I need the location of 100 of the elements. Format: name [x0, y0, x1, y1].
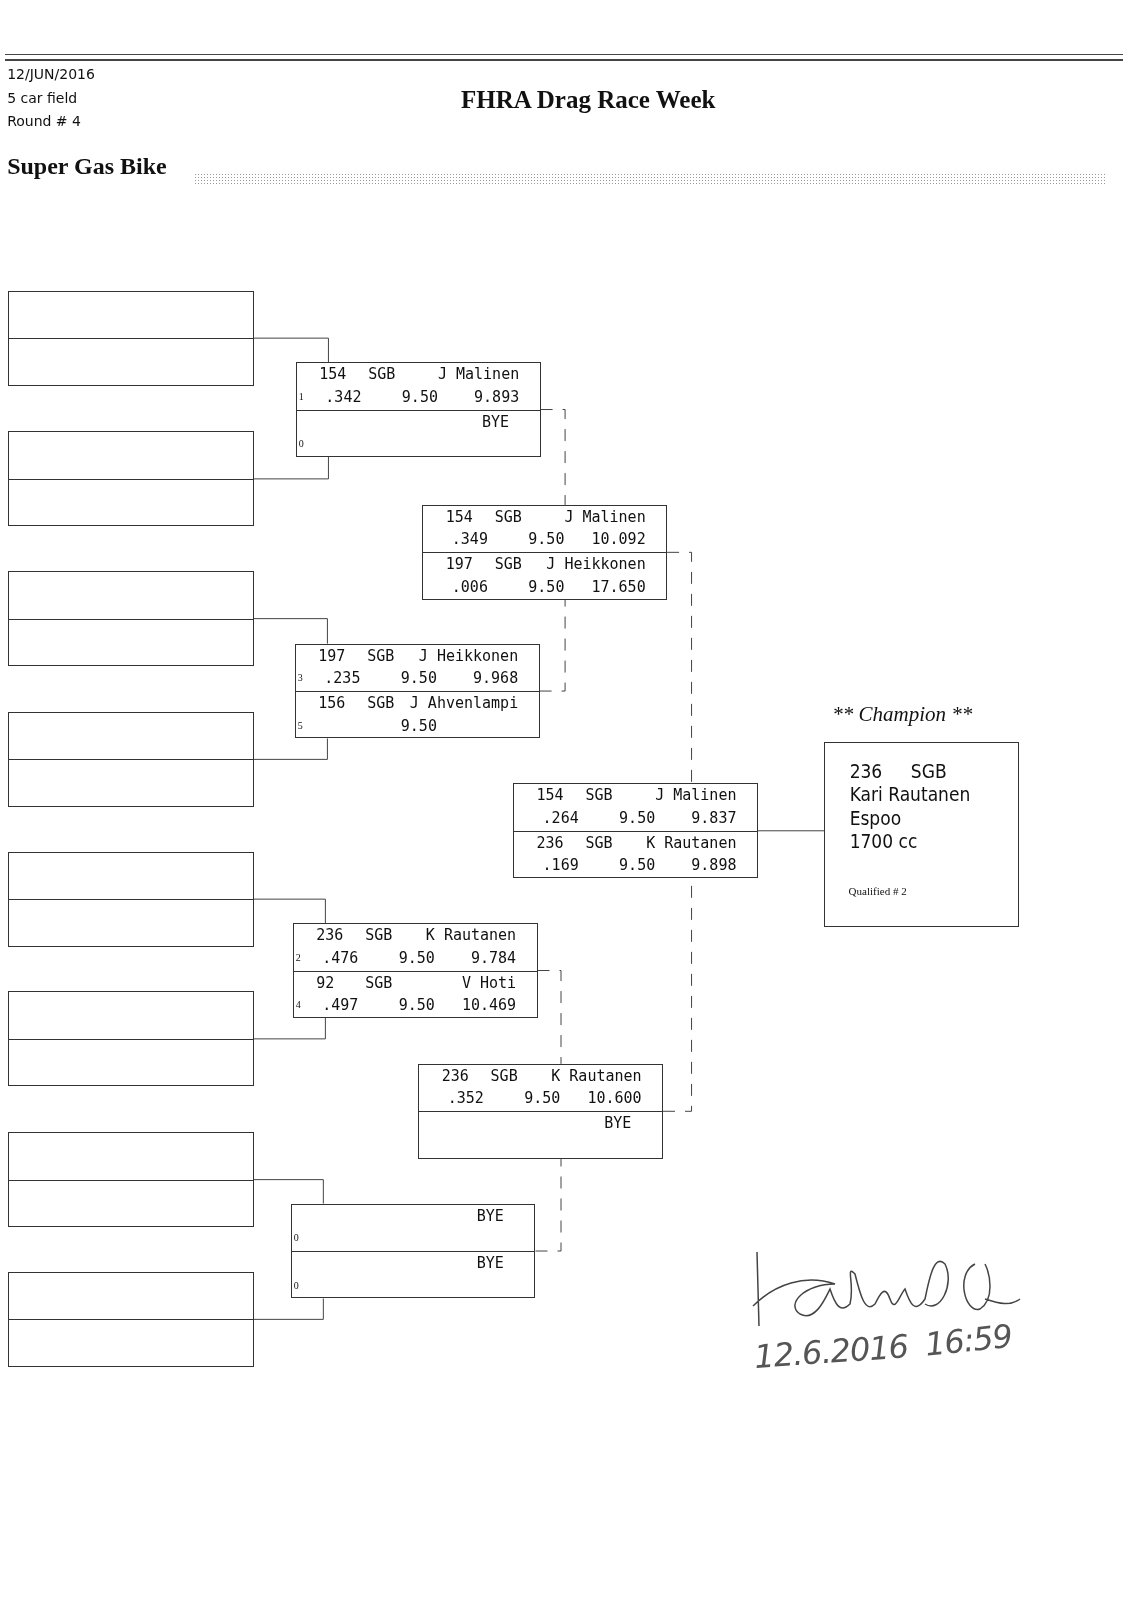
car-number: 236	[441, 1066, 469, 1085]
rider-name: Kari Rautanen	[849, 783, 971, 806]
elapsed-time: 9.784	[471, 948, 517, 967]
dial-in: 9.50	[524, 1089, 561, 1108]
dial-in: 9.50	[619, 856, 656, 875]
rider-name: J Heikkonen	[418, 646, 519, 665]
bracket-line	[539, 599, 566, 692]
car-number: 154	[536, 786, 564, 805]
class-code: SGB	[367, 694, 395, 713]
lane-number: 1	[298, 390, 304, 402]
bracket-line	[253, 738, 328, 760]
bracket-line	[537, 970, 562, 1065]
elapsed-time: 10.600	[587, 1089, 642, 1108]
handwritten-date: 12.6.2016	[752, 1327, 909, 1377]
bracket-line	[540, 409, 566, 506]
page-title: FHRA Drag Race Week	[461, 85, 716, 114]
engine-size: 1700 cc	[849, 830, 918, 853]
bracket-line	[253, 337, 329, 363]
rider-name: J Malinen	[564, 507, 646, 526]
bye-text: BYE	[476, 1254, 504, 1273]
entry-box	[8, 991, 254, 1087]
bracket-line	[253, 618, 328, 645]
lane-number: 4	[295, 999, 301, 1011]
bracket-line	[253, 1017, 326, 1040]
rider-name: K Rautanen	[551, 1066, 642, 1085]
dial-in: 9.50	[400, 669, 437, 688]
match-box	[292, 923, 538, 1018]
match-box	[290, 1203, 536, 1299]
reaction-time: .264	[542, 808, 579, 827]
elapsed-time: 9.968	[473, 669, 519, 688]
champion-heading: ** Champion **	[832, 701, 973, 727]
car-number: 236	[536, 833, 564, 852]
car-number: 92	[316, 973, 335, 992]
car-number: 156	[318, 694, 346, 713]
class-code: SGB	[368, 365, 396, 384]
lane-number: 0	[298, 438, 304, 450]
city-text: Espoo	[849, 806, 902, 829]
rider-name: K Rautanen	[425, 926, 517, 945]
class-code: SGB	[365, 926, 393, 945]
reaction-time: .169	[542, 856, 579, 875]
car-number: 236	[849, 759, 883, 782]
lane-number: 0	[293, 1232, 299, 1244]
handwritten-time: 16:59	[923, 1316, 1014, 1364]
reaction-time: .497	[322, 996, 359, 1014]
field-size-text: 5 car field	[7, 89, 78, 106]
elapsed-time: 10.092	[591, 530, 646, 549]
rider-name: V Hoti	[461, 973, 517, 992]
reaction-time: .349	[451, 530, 488, 549]
entry-box	[8, 1132, 254, 1228]
class-code: SGB	[490, 1066, 518, 1085]
class-code: SGB	[910, 759, 947, 782]
class-code: SGB	[365, 973, 393, 992]
bracket-line	[253, 1297, 324, 1320]
dial-in: 9.50	[401, 387, 438, 406]
bracket-line	[253, 898, 326, 924]
elapsed-time: 9.893	[474, 387, 520, 406]
dial-in: 9.50	[400, 716, 437, 735]
match-box	[513, 783, 758, 879]
class-code: SGB	[494, 555, 522, 574]
entry-box	[8, 571, 254, 667]
bye-text: BYE	[604, 1114, 632, 1133]
bracket-line	[535, 1158, 562, 1252]
car-number: 197	[445, 555, 473, 574]
lane-number: 0	[293, 1279, 299, 1291]
car-number: 154	[319, 365, 347, 384]
bye-text: BYE	[476, 1206, 504, 1225]
class-code: SGB	[494, 507, 522, 526]
reaction-time: .006	[451, 577, 488, 596]
match-box	[294, 643, 540, 739]
bracket-line	[253, 1179, 324, 1205]
bracket-line	[666, 551, 693, 784]
class-code: SGB	[585, 833, 613, 852]
match-box	[418, 1063, 663, 1159]
reaction-time: .352	[447, 1089, 484, 1108]
car-number: 236	[316, 926, 344, 945]
car-number: 154	[445, 507, 473, 526]
rider-name: J Malinen	[655, 786, 737, 805]
lane-number: 3	[297, 672, 303, 684]
elapsed-time: 17.650	[591, 577, 646, 596]
bracket-line	[757, 830, 825, 832]
dial-in: 9.50	[528, 530, 565, 549]
rider-name: J Ahvenlampi	[409, 694, 519, 713]
elapsed-time: 9.898	[691, 856, 737, 875]
match-box	[295, 362, 541, 457]
entry-box	[8, 711, 254, 807]
dial-in: 9.50	[398, 948, 435, 967]
bye-text: BYE	[481, 412, 509, 431]
elapsed-time: 10.469	[461, 996, 517, 1014]
dial-in: 9.50	[528, 577, 565, 596]
match-box	[422, 504, 668, 600]
round-text: Round # 4	[7, 113, 81, 130]
bracket-line	[253, 456, 329, 480]
entry-box	[8, 431, 254, 527]
dial-in: 9.50	[398, 996, 435, 1014]
entry-box	[8, 290, 254, 386]
entry-box	[8, 851, 254, 947]
reaction-time: .235	[324, 669, 361, 688]
elapsed-time: 9.837	[691, 808, 737, 827]
rider-name: J Heikkonen	[546, 555, 646, 574]
rider-name: J Malinen	[437, 365, 520, 384]
